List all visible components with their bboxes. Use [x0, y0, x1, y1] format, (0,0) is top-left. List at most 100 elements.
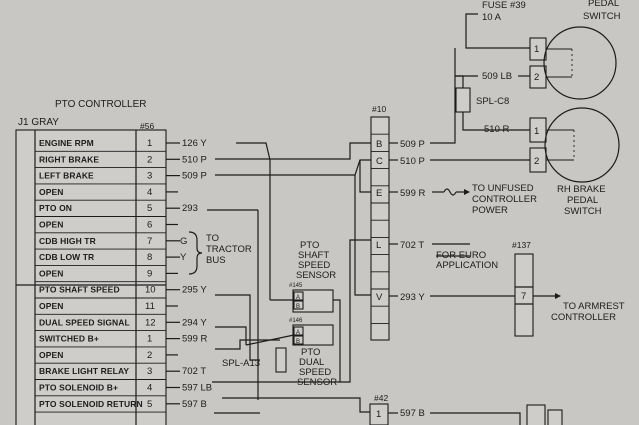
pin-label: CDB HIGH TR: [39, 236, 96, 246]
wire-label: 509 P: [182, 171, 207, 182]
dual-sensor-3: SPEED: [299, 367, 331, 378]
arrow-armrest: [555, 293, 561, 299]
rh-brake-label-2: PEDAL: [567, 195, 598, 206]
c10-pin: L: [376, 240, 381, 251]
pin-label: PTO SHAFT SPEED: [39, 285, 120, 295]
conn146-b-label: B: [296, 339, 300, 345]
pin-number: 3: [147, 171, 152, 182]
c10-pin: E: [376, 188, 382, 199]
wire-702t: [212, 239, 371, 383]
pin-label: PTO ON: [39, 203, 72, 213]
spl-c8-bottom: [462, 112, 530, 131]
bus-label-3: BUS: [206, 255, 226, 266]
spl-c8-label: SPL-C8: [476, 96, 509, 107]
pin-label: RIGHT BRAKE: [39, 154, 99, 164]
euro-label-2: APPLICATION: [436, 260, 498, 271]
wire-597b-out: [430, 412, 521, 425]
pin-label: OPEN: [39, 301, 64, 311]
armrest-label-1: TO ARMREST: [563, 301, 625, 312]
shaft-sensor-3: SPEED: [298, 260, 330, 271]
fuse-squiggle: [443, 188, 457, 196]
unfused-label-1: TO UNFUSED: [472, 183, 534, 194]
wire-label: Y: [180, 252, 187, 263]
pin-label: OPEN: [39, 268, 64, 278]
pin-number: 12: [145, 317, 156, 328]
conn146-a: [293, 326, 304, 336]
conn145-b: [293, 300, 304, 310]
conn145-b-label: B: [296, 304, 300, 310]
dual-sensor-2: DUAL: [299, 357, 324, 368]
conn146-a-label: A: [296, 330, 300, 336]
wire-597b-right: 597 B: [400, 408, 425, 419]
rh-switch-pin2: 2: [534, 156, 539, 167]
pin-label: OPEN: [39, 187, 64, 197]
pin-number: 4: [147, 187, 152, 198]
unfused-label-3: POWER: [472, 205, 508, 216]
pin-number: 6: [147, 220, 152, 231]
shaft-sensor-1: PTO: [300, 240, 319, 251]
pin-label: CDB LOW TR: [39, 252, 94, 262]
c10-pin: V: [376, 292, 383, 303]
bottom-right-box-2: [547, 409, 563, 425]
pin-number: 1: [147, 334, 152, 345]
wire-label: 293: [182, 203, 198, 214]
connector-name: J1 GRAY: [18, 117, 59, 128]
pin-number: 11: [145, 301, 155, 312]
pin-number: 5: [147, 203, 152, 214]
wire-label: 599 R: [182, 334, 207, 345]
spl-c8: [455, 87, 471, 113]
wire-293-route: [354, 175, 371, 296]
pin-label: LEFT BRAKE: [39, 171, 94, 181]
top-pedal-switch: [529, 26, 617, 100]
shaft-sensor-4: SENSOR: [296, 270, 336, 281]
rh-brake-label-3: SWITCH: [564, 206, 602, 217]
wire-295y: [215, 294, 260, 361]
wire-599-route: [359, 160, 371, 193]
pin-label: PTO SOLENOID B+: [39, 383, 118, 393]
pin-number: 3: [147, 366, 152, 377]
c10-wire: 599 R: [400, 188, 425, 199]
pin-label: DUAL SPEED SIGNAL: [39, 317, 130, 327]
connector-137: [514, 253, 534, 337]
rh-brake-label-1: RH BRAKE: [557, 184, 606, 195]
pin-number: 8: [147, 252, 152, 263]
connector42-id: #42: [374, 393, 388, 403]
arrow-unfused: [464, 189, 470, 195]
wire-509lb-label: 509 LB: [482, 71, 512, 82]
conn145-a: [293, 291, 304, 301]
wire-label: 126 Y: [182, 138, 207, 149]
wire-510p: [215, 142, 371, 160]
pin-label: SWITCHED B+: [39, 334, 99, 344]
pin-label: OPEN: [39, 350, 64, 360]
connector-42: [369, 403, 389, 425]
unfused-label-2: CONTROLLER: [472, 194, 537, 205]
connector42-pin: 1: [376, 409, 381, 420]
wire-126y: [236, 142, 271, 161]
connector-id: #56: [140, 121, 154, 131]
shaft-sensor-2: SHAFT: [298, 250, 329, 261]
spl-c8-top: [455, 75, 464, 88]
pin-label: OPEN: [39, 220, 64, 230]
euro-label-1: FOR EURO: [436, 250, 486, 261]
pin-label: BRAKE LIGHT RELAY: [39, 366, 129, 376]
wire-599r: [215, 339, 280, 350]
c10-wire: 293 Y: [400, 292, 425, 303]
connector10-id: #10: [372, 104, 386, 114]
wire-294y: [215, 326, 247, 345]
top-pedal-label-1: PEDAL: [588, 0, 619, 9]
wire-to-146: [245, 334, 295, 346]
armrest-label-2: CONTROLLER: [551, 312, 616, 323]
wire-509p-right: [430, 48, 456, 144]
c10-wire: 702 T: [400, 240, 424, 251]
fuse-wire: [465, 13, 530, 49]
fuse-label: FUSE #39: [482, 0, 526, 11]
fuse-amp: 10 A: [482, 12, 502, 23]
top-switch-pin1: 1: [534, 44, 539, 55]
dual-sensor-1: PTO: [301, 347, 320, 358]
pin-number: 9: [147, 268, 152, 279]
wire-509p: [215, 159, 371, 176]
